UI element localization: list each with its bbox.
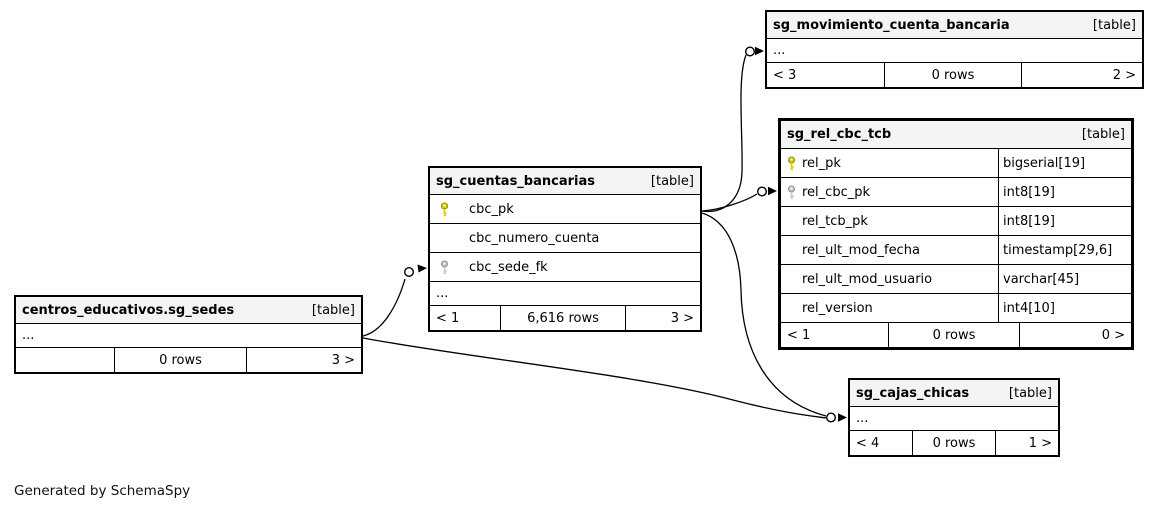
column-name: cbc_pk: [469, 201, 514, 217]
table-node-centros-educativos-sg-sedes: centros_educativos.sg_sedes [table] ... …: [14, 295, 363, 374]
table-node-sg-rel-cbc-tcb: sg_rel_cbc_tcb [table] rel_pk bigserial[…: [778, 118, 1134, 350]
column-type: timestamp[29,6]: [998, 236, 1131, 264]
connector-circle-movimiento: [745, 46, 756, 57]
column-type: int8[19]: [998, 207, 1131, 235]
table-footer: < 1 6,616 rows 3 >: [430, 306, 700, 330]
column-name: rel_ult_mod_usuario: [802, 271, 933, 287]
footer-row-count: 0 rows: [884, 63, 1022, 87]
column-name: rel_cbc_pk: [802, 184, 870, 200]
footer-parents-count: < 3: [773, 67, 797, 83]
footer-row-count: 0 rows: [912, 431, 996, 455]
footer-parents-count: < 1: [787, 327, 811, 343]
footer-children-count: 2 >: [1112, 67, 1136, 83]
footer-parents-count: < 1: [436, 310, 460, 326]
connector-circle-rel: [757, 186, 768, 197]
primary-key-icon: [781, 155, 802, 171]
table-name[interactable]: sg_cajas_chicas: [856, 385, 970, 401]
primary-key-icon: [430, 201, 469, 217]
column-type: varchar[45]: [998, 265, 1131, 293]
column-type: bigserial[19]: [998, 149, 1131, 177]
table-name[interactable]: centros_educativos.sg_sedes: [22, 302, 235, 318]
edge-sedes-to-cajas: [362, 337, 827, 419]
table-header[interactable]: sg_cajas_chicas [table]: [850, 380, 1058, 407]
column-name: rel_pk: [802, 155, 841, 171]
table-node-sg-movimiento-cuenta-bancaria: sg_movimiento_cuenta_bancaria [table] ..…: [765, 10, 1144, 89]
table-header[interactable]: sg_movimiento_cuenta_bancaria [table]: [767, 12, 1142, 39]
table-type-label: [table]: [650, 173, 694, 189]
footer-parents-count: [16, 348, 114, 372]
column-name: rel_tcb_pk: [802, 213, 868, 229]
table-type-label: [table]: [1092, 17, 1136, 33]
column-name: cbc_sede_fk: [469, 259, 548, 275]
table-footer: < 3 0 rows 2 >: [767, 63, 1142, 87]
foreign-key-icon: [781, 184, 802, 200]
column-type: int8[19]: [998, 178, 1131, 206]
footer-children-count: 3 >: [331, 352, 355, 368]
table-node-sg-cajas-chicas: sg_cajas_chicas [table] ... < 4 0 rows 1…: [848, 378, 1060, 457]
columns-ellipsis-row: ...: [430, 282, 700, 306]
connector-circle-sede-fk: [404, 267, 415, 278]
arrowhead-rel-icon: [768, 186, 777, 196]
connector-circle-cajas: [826, 412, 837, 423]
arrowhead-movimiento-icon: [755, 46, 764, 56]
footer-row-count: 6,616 rows: [500, 306, 626, 330]
table-footer: 0 rows 3 >: [16, 348, 361, 372]
table-footer: < 4 0 rows 1 >: [850, 431, 1058, 455]
edge-cuentas-to-rel: [701, 193, 758, 212]
table-footer: < 1 0 rows 0 >: [781, 323, 1131, 347]
table-name[interactable]: sg_cuentas_bancarias: [436, 173, 595, 189]
columns-ellipsis-row: ...: [16, 324, 361, 348]
foreign-key-icon: [430, 259, 469, 275]
table-type-label: [table]: [311, 302, 355, 318]
table-name[interactable]: sg_movimiento_cuenta_bancaria: [773, 17, 1010, 33]
column-name: rel_version: [802, 300, 873, 316]
columns-ellipsis-row: ...: [850, 407, 1058, 431]
table-header[interactable]: centros_educativos.sg_sedes [table]: [16, 297, 361, 324]
column-row[interactable]: cbc_sede_fk: [430, 253, 700, 282]
column-row[interactable]: rel_version int4[10]: [781, 294, 1131, 323]
footer-children-count: 3 >: [670, 310, 694, 326]
footer-children-count: 0 >: [1101, 327, 1125, 343]
column-row[interactable]: rel_pk bigserial[19]: [781, 149, 1131, 178]
arrowhead-sede-fk-icon: [417, 264, 427, 273]
column-row[interactable]: rel_ult_mod_fecha timestamp[29,6]: [781, 236, 1131, 265]
arrowhead-cajas-icon: [838, 413, 847, 422]
footer-children-count: 1 >: [1028, 435, 1052, 451]
table-type-label: [table]: [1081, 127, 1125, 142]
table-header[interactable]: sg_rel_cbc_tcb [table]: [781, 121, 1131, 149]
column-name: cbc_numero_cuenta: [469, 230, 600, 246]
table-header[interactable]: sg_cuentas_bancarias [table]: [430, 168, 700, 195]
generator-credit: Generated by SchemaSpy: [14, 483, 191, 499]
column-row[interactable]: cbc_pk: [430, 195, 700, 224]
footer-row-count: 0 rows: [114, 348, 247, 372]
table-name[interactable]: sg_rel_cbc_tcb: [787, 127, 892, 142]
edge-cuentas-to-movimiento: [701, 54, 747, 213]
table-node-sg-cuentas-bancarias: sg_cuentas_bancarias [table] cbc_pk cbc_…: [428, 166, 702, 332]
table-type-label: [table]: [1008, 385, 1052, 401]
column-row[interactable]: rel_cbc_pk int8[19]: [781, 178, 1131, 207]
column-row[interactable]: rel_tcb_pk int8[19]: [781, 207, 1131, 236]
column-name: rel_ult_mod_fecha: [802, 242, 920, 258]
column-row[interactable]: rel_ult_mod_usuario varchar[45]: [781, 265, 1131, 294]
edge-sedes-to-cuentas: [362, 278, 406, 337]
column-type: int4[10]: [998, 294, 1131, 322]
footer-parents-count: < 4: [856, 435, 880, 451]
columns-ellipsis-row: ...: [767, 39, 1142, 63]
column-row[interactable]: cbc_numero_cuenta: [430, 224, 700, 253]
footer-row-count: 0 rows: [888, 323, 1020, 347]
